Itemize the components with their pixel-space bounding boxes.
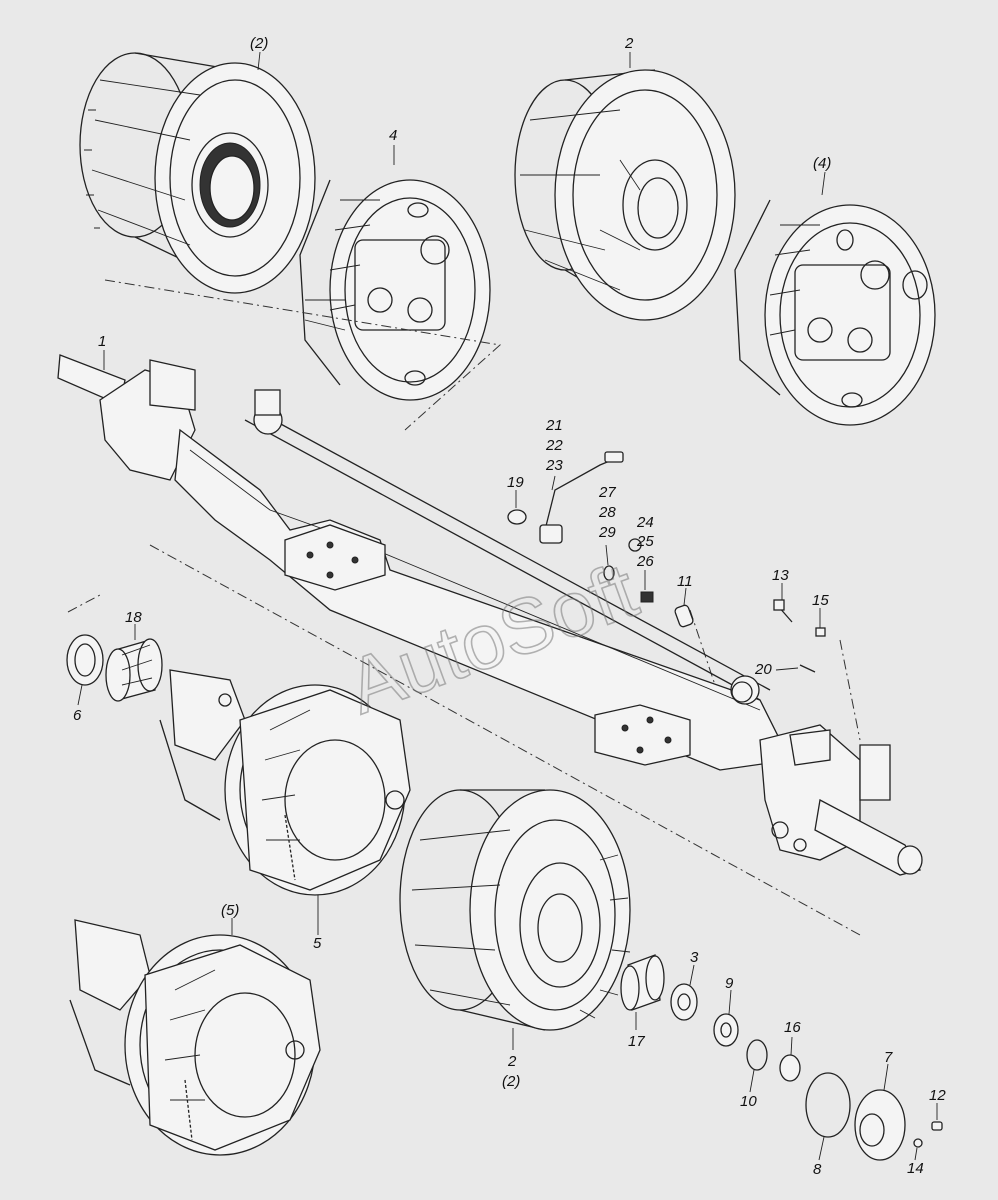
label-bushing: 19	[507, 474, 524, 491]
bearing-18	[105, 638, 163, 702]
label-sensor-b: 22	[545, 437, 563, 454]
brake-drum-bottom	[399, 789, 631, 1031]
pin-20	[731, 664, 816, 703]
label-gasket: 8	[813, 1161, 822, 1178]
gasket-8	[805, 1072, 851, 1138]
bearing-17	[620, 954, 665, 1011]
hub-cap-7	[854, 1089, 906, 1161]
washer-9	[713, 1013, 739, 1047]
label-axle: 1	[98, 333, 106, 350]
label-sensor-c: 23	[545, 457, 563, 474]
label-drum-top-right: 2	[624, 35, 634, 52]
label-bracket-a: 24	[636, 514, 654, 531]
label-brake-top-right: (4)	[813, 155, 831, 172]
brake-drum-top-right	[514, 69, 736, 321]
hub-nut-16	[779, 1054, 801, 1082]
lock-washer-3	[670, 983, 698, 1021]
leader-lines	[77, 51, 938, 1161]
label-clip-a: 27	[598, 484, 616, 501]
label-drum-top-left: (2)	[250, 35, 268, 52]
label-washer-lock: 3	[690, 949, 699, 966]
label-bracket-c: 26	[636, 553, 654, 570]
label-drum-bottom-alt: (2)	[502, 1073, 520, 1090]
brake-drum-top-left	[79, 52, 316, 294]
label-nut: 15	[812, 592, 829, 609]
bushing-19	[507, 509, 527, 525]
label-pin: 20	[754, 661, 772, 678]
front-axle-beam	[57, 354, 923, 876]
brake-assembly-top-right	[734, 199, 936, 426]
guide-lines	[67, 279, 861, 936]
bolt-13	[773, 599, 793, 623]
brake-assembly-mid	[159, 669, 411, 896]
nut-15	[815, 627, 826, 637]
abs-sensor	[539, 451, 624, 544]
label-sleeve: 11	[677, 573, 693, 590]
label-bearing-inner: 18	[125, 609, 142, 626]
label-clip-c: 29	[598, 524, 616, 541]
bracket-24-26	[628, 538, 654, 603]
cap-bolt-12	[931, 1121, 943, 1131]
label-bearing-outer: 17	[628, 1033, 645, 1050]
sleeve-11	[674, 604, 694, 628]
ring-10	[746, 1039, 768, 1071]
label-bracket-b: 25	[636, 533, 654, 550]
label-brake-bottom-mid: 5	[313, 935, 322, 952]
clip-27-29	[603, 565, 615, 581]
part-labels: (2) 2 4 (4) 1 21 22 23 19 27 28 29 24 25…	[73, 35, 946, 1178]
label-hub-nut: 16	[784, 1019, 801, 1036]
label-brake-top-mid: 4	[389, 127, 397, 144]
label-cap-bolt: 12	[929, 1087, 946, 1104]
brake-assembly-bottom-left	[69, 919, 321, 1156]
label-clip-b: 28	[598, 504, 616, 521]
label-washer: 9	[725, 975, 734, 992]
label-bolt: 13	[772, 567, 789, 584]
label-cap-washer: 14	[907, 1160, 924, 1177]
cap-washer-14	[913, 1138, 923, 1148]
label-drum-bottom: 2	[507, 1053, 517, 1070]
seal-6	[66, 634, 104, 686]
label-brake-bottom-left: (5)	[221, 902, 239, 919]
label-cap: 7	[884, 1049, 893, 1066]
brake-assembly-top-mid	[299, 179, 491, 401]
label-ring: 10	[740, 1093, 757, 1110]
label-sensor-a: 21	[545, 417, 563, 434]
label-seal: 6	[73, 707, 82, 724]
